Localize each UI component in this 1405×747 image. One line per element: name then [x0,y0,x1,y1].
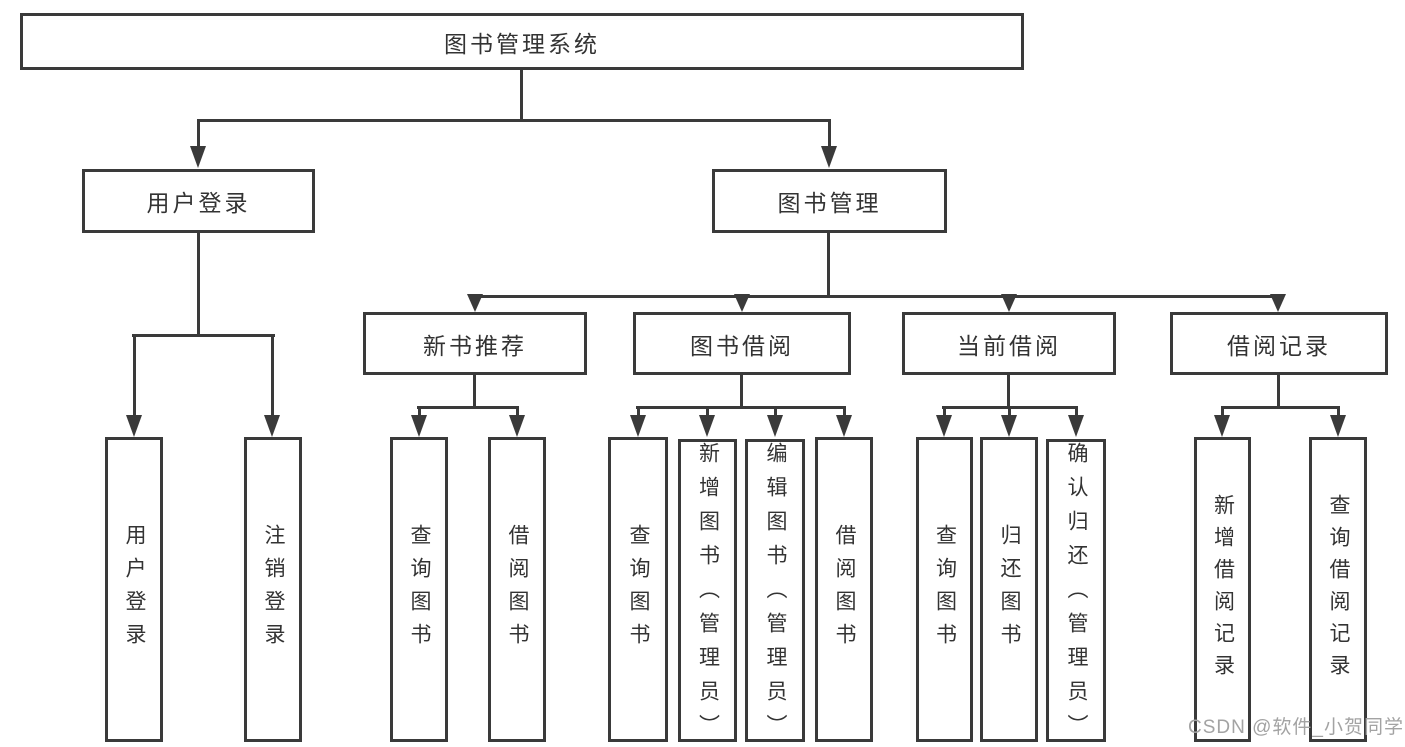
node-book-management: 图书管理 [712,169,947,233]
connector-arrowhead [509,415,525,437]
connector-arrowhead [411,415,427,437]
node-new-book-recommend: 新书推荐 [363,312,587,375]
connector-line [828,119,831,148]
connector-arrowhead [1270,294,1286,312]
node-book-borrowing: 图书借阅 [633,312,851,375]
leaf-return-book: 归还图书 [980,437,1038,742]
connector-arrowhead [767,415,783,437]
connector-line [418,406,421,417]
connector-arrowhead [126,415,142,437]
connector-arrowhead [699,415,715,437]
node-current-borrowing: 当前借阅 [902,312,1116,375]
connector-line [636,406,846,409]
connector-line [1221,406,1224,417]
connector-arrowhead [1001,415,1017,437]
connector-arrowhead [630,415,646,437]
watermark: CSDN @软件_小贺同学 [1188,717,1404,738]
connector-line [417,406,519,409]
node-root: 图书管理系统 [20,13,1024,70]
connector-line [197,232,200,336]
connector-arrowhead [1068,415,1084,437]
leaf-query-books-recommend: 查询图书 [390,437,448,742]
connector-arrowhead [264,415,280,437]
connector-line [197,119,200,148]
connector-line [133,334,136,416]
connector-line [1221,406,1340,409]
connector-line [843,406,846,417]
leaf-borrow-books-borrowing: 借阅图书 [815,437,873,742]
connector-line [473,295,1280,298]
connector-line [197,119,831,122]
leaf-edit-book-admin: 编辑图书（管理员） [745,439,805,747]
connector-arrowhead [936,415,952,437]
connector-line [943,406,946,417]
connector-arrowhead [1001,294,1017,312]
connector-line [1277,374,1280,408]
connector-arrowhead [190,146,206,168]
node-borrowing-records: 借阅记录 [1170,312,1388,375]
connector-arrowhead [1214,415,1230,437]
connector-line [1075,406,1078,417]
connector-line [706,406,709,417]
connector-line [271,334,274,416]
connector-line [827,232,830,298]
node-user-login: 用户登录 [82,169,315,233]
connector-arrowhead [1330,415,1346,437]
leaf-query-books-borrowing: 查询图书 [608,437,668,742]
leaf-add-borrow-record: 新增借阅记录 [1194,437,1251,742]
connector-arrowhead [821,146,837,168]
connector-line [740,374,743,408]
leaf-add-book-admin: 新增图书（管理员） [678,439,737,747]
connector-line [132,334,275,337]
leaf-confirm-return-admin: 确认归还（管理员） [1046,439,1106,747]
connector-line [1008,406,1011,417]
connector-line [774,406,777,417]
connector-line [1337,406,1340,417]
connector-line [637,406,640,417]
leaf-query-borrow-record: 查询借阅记录 [1309,437,1367,742]
connector-line [520,69,523,119]
connector-arrowhead [836,415,852,437]
leaf-borrow-books-recommend: 借阅图书 [488,437,546,742]
connector-arrowhead [467,294,483,312]
leaf-user-login: 用户登录 [105,437,163,742]
connector-line [473,374,476,408]
connector-line [516,406,519,417]
leaf-logout: 注销登录 [244,437,302,742]
connector-line [1007,374,1010,408]
connector-arrowhead [734,294,750,312]
leaf-query-books-current: 查询图书 [916,437,973,742]
